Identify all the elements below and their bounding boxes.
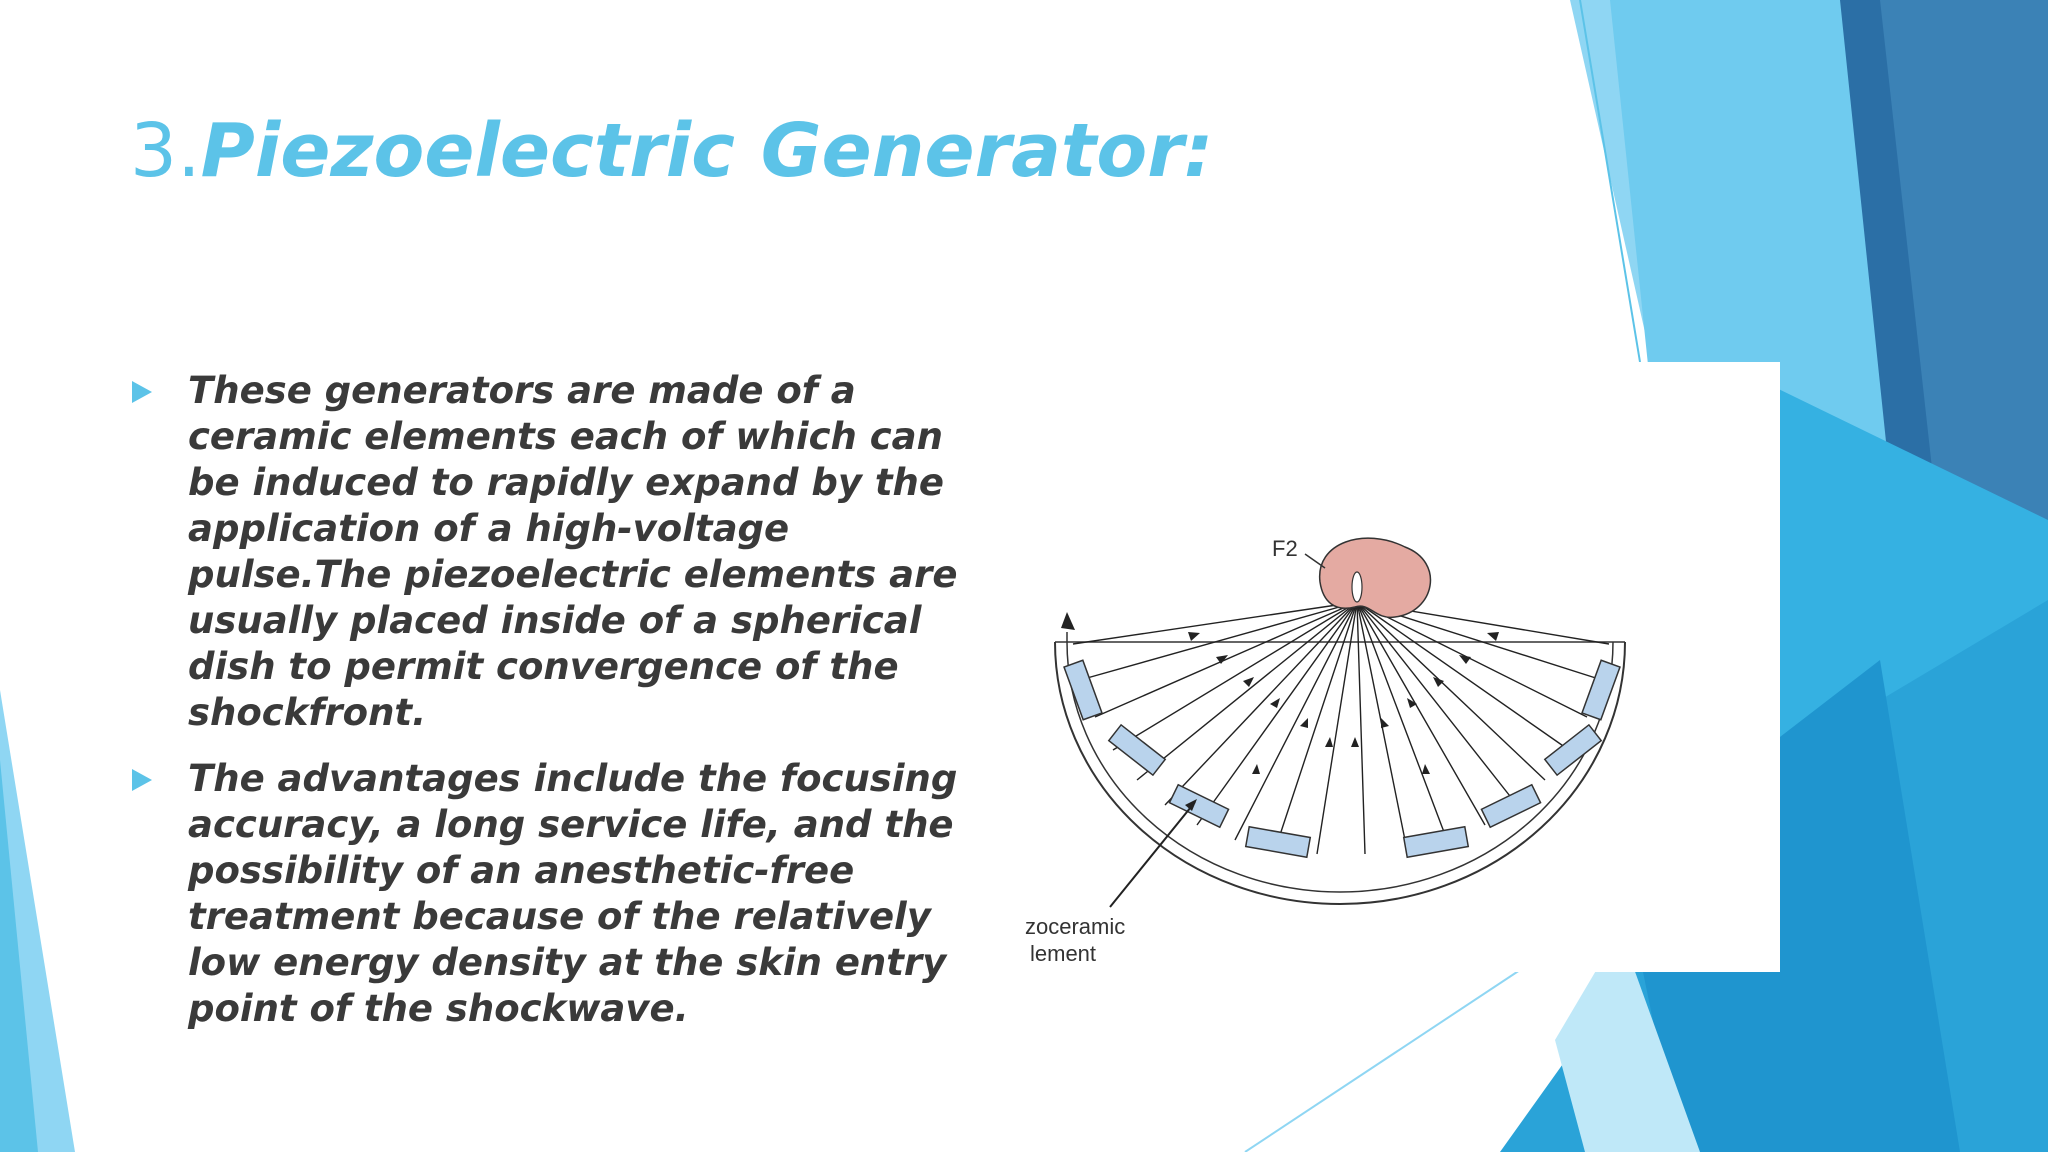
bullet-text: These generators are made of a ceramic e…: [188, 369, 958, 734]
bullet-text: The advantages include the focusing accu…: [188, 757, 958, 1030]
dish-edge-arrowhead: [1061, 612, 1075, 630]
focus-label: F2: [1272, 536, 1298, 561]
focus-rays: [1072, 601, 1610, 855]
bullet-item: These generators are made of a ceramic e…: [130, 368, 960, 736]
element-pointer-arrowhead: [1185, 799, 1197, 811]
triangle-bullet-icon: [132, 769, 152, 791]
slide-title: 3.Piezoelectric Generator:: [130, 108, 1213, 194]
element-label-line2: lement: [1030, 941, 1096, 966]
kidney-icon: [1319, 537, 1432, 618]
ray-arrowheads: [1188, 632, 1499, 774]
triangle-bullet-icon: [132, 381, 152, 403]
ceramic-elements: [1063, 659, 1621, 859]
bullet-list: These generators are made of a ceramic e…: [130, 368, 960, 1052]
title-number: 3.: [130, 108, 201, 194]
focus-label-leader: [1304, 553, 1326, 569]
title-text: Piezoelectric Generator:: [200, 108, 1214, 194]
element-pointer-line: [1109, 801, 1196, 908]
element-label-line1: zoceramic: [1025, 914, 1125, 939]
dish-outline: [1054, 632, 1626, 905]
bullet-item: The advantages include the focusing accu…: [130, 756, 960, 1032]
piezoelectric-generator-diagram: F2 zoceramic lement: [1025, 362, 1780, 972]
